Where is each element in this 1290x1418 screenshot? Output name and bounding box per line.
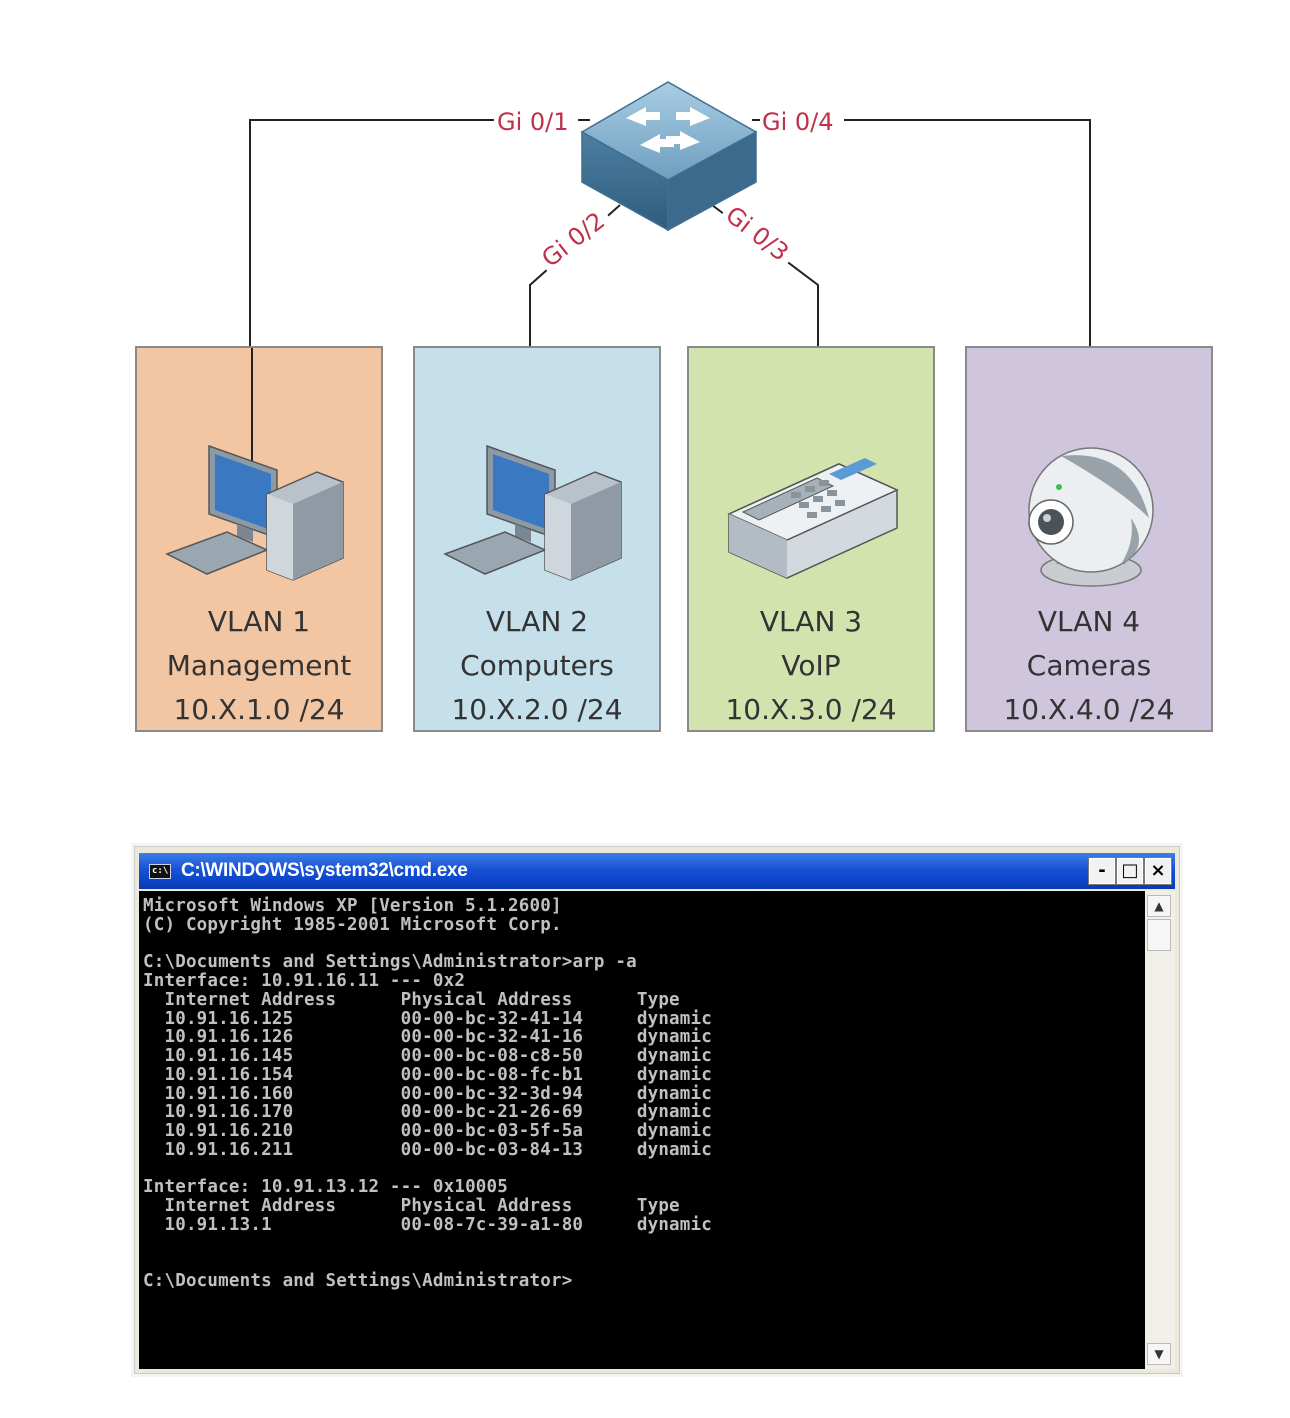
arp-table-row: 10.91.16.125 00-00-bc-32-41-14 dynamic [143, 1008, 713, 1029]
arp-interface-header: Interface: 10.91.13.12 --- 0x10005 [143, 1177, 509, 1198]
vlan-1-label: VLAN 1 Management 10.X.1.0 /24 [137, 600, 381, 732]
vlan-subnet: 10.X.1.0 /24 [173, 693, 345, 726]
vlan-role: VoIP [781, 649, 841, 682]
switch-icon [580, 81, 758, 232]
arp-table-row: 10.91.16.210 00-00-bc-03-5f-5a dynamic [143, 1121, 713, 1141]
vlan-3-label: VLAN 3 VoIP 10.X.3.0 /24 [689, 600, 933, 732]
cmd-titlebar[interactable]: c:\ C:\WINDOWS\system32\cmd.exe - □ × [139, 853, 1175, 889]
console-line: Microsoft Windows XP [Version 5.1.2600] [143, 896, 562, 916]
arp-column-headers: Internet Address Physical Address Type [143, 989, 680, 1010]
vlan-4-box: VLAN 4 Cameras 10.X.4.0 /24 [965, 346, 1213, 732]
vertical-scrollbar[interactable]: ▲ ▼ [1145, 891, 1175, 1369]
arp-table-row: 10.91.16.154 00-00-bc-08-fc-b1 dynamic [143, 1064, 713, 1085]
vlan-role: Management [166, 649, 352, 682]
vlan-3-box: VLAN 3 VoIP 10.X.3.0 /24 [687, 346, 935, 732]
scroll-down-icon[interactable]: ▼ [1147, 1343, 1171, 1365]
computer-icon [165, 348, 344, 581]
port-label-gi04: Gi 0/4 [762, 108, 834, 136]
arp-column-headers: Internet Address Physical Address Type [143, 1196, 680, 1216]
arp-table-row: 10.91.16.126 00-00-bc-32-41-16 dynamic [143, 1027, 713, 1048]
vlan-name: VLAN 1 [207, 605, 311, 638]
console-area[interactable]: Microsoft Windows XP [Version 5.1.2600] … [139, 891, 1145, 1369]
scroll-thumb[interactable] [1147, 919, 1171, 951]
arp-table-row: 10.91.16.160 00-00-bc-32-3d-94 dynamic [143, 1083, 713, 1104]
cmd-app-icon: c:\ [149, 864, 171, 879]
cmd-window: c:\ C:\WINDOWS\system32\cmd.exe - □ × Mi… [134, 846, 1180, 1374]
console-prompt: C:\Documents and Settings\Administrator> [143, 1271, 573, 1291]
console-prompt: C:\Documents and Settings\Administrator> [143, 952, 573, 973]
maximize-button[interactable]: □ [1116, 857, 1144, 885]
port-label-gi01: Gi 0/1 [497, 108, 569, 136]
vlan-name: VLAN 4 [1037, 605, 1141, 638]
window-title: C:\WINDOWS\system32\cmd.exe [181, 860, 468, 881]
vlan-role: Computers [460, 649, 614, 682]
cable-gi04 [752, 119, 1091, 445]
arp-table-row: 10.91.16.170 00-00-bc-21-26-69 dynamic [143, 1102, 713, 1123]
arp-table-row: 10.91.13.1 00-08-7c-39-a1-80 dynamic [143, 1214, 713, 1235]
scroll-up-icon[interactable]: ▲ [1147, 895, 1171, 917]
computer-icon [443, 444, 622, 581]
vlan-name: VLAN 3 [759, 605, 863, 638]
vlan-subnet: 10.X.2.0 /24 [451, 693, 623, 726]
minimize-button[interactable]: - [1088, 857, 1116, 885]
vlan-4-label: VLAN 4 Cameras 10.X.4.0 /24 [967, 600, 1211, 732]
console-line: (C) Copyright 1985-2001 Microsoft Corp. [143, 914, 562, 935]
arp-output: Interface: 10.91.16.11 --- 0x2 Internet … [143, 971, 712, 1235]
vlan-2-box: VLAN 2 Computers 10.X.2.0 /24 [413, 346, 661, 732]
vlan-role: Cameras [1026, 649, 1152, 682]
close-button[interactable]: × [1144, 857, 1172, 885]
vlan-name: VLAN 2 [485, 605, 589, 638]
network-diagram: Gi 0/1 Gi 0/4 Gi 0/2 Gi 0/3 [249, 81, 1091, 475]
phone-icon [727, 458, 899, 579]
webcam-icon [1028, 447, 1154, 587]
arp-interface-header: Interface: 10.91.16.11 --- 0x2 [143, 971, 466, 991]
console-command: arp -a [572, 952, 637, 973]
console-output: Microsoft Windows XP [Version 5.1.2600] … [139, 891, 1145, 1291]
vlan-1-box: VLAN 1 Management 10.X.1.0 /24 [135, 346, 383, 732]
arp-table-row: 10.91.16.211 00-00-bc-03-84-13 dynamic [143, 1139, 713, 1160]
vlan-2-label: VLAN 2 Computers 10.X.2.0 /24 [415, 600, 659, 732]
arp-table-row: 10.91.16.145 00-00-bc-08-c8-50 dynamic [143, 1046, 713, 1066]
vlan-subnet: 10.X.4.0 /24 [1003, 693, 1175, 726]
vlan-subnet: 10.X.3.0 /24 [725, 693, 897, 726]
